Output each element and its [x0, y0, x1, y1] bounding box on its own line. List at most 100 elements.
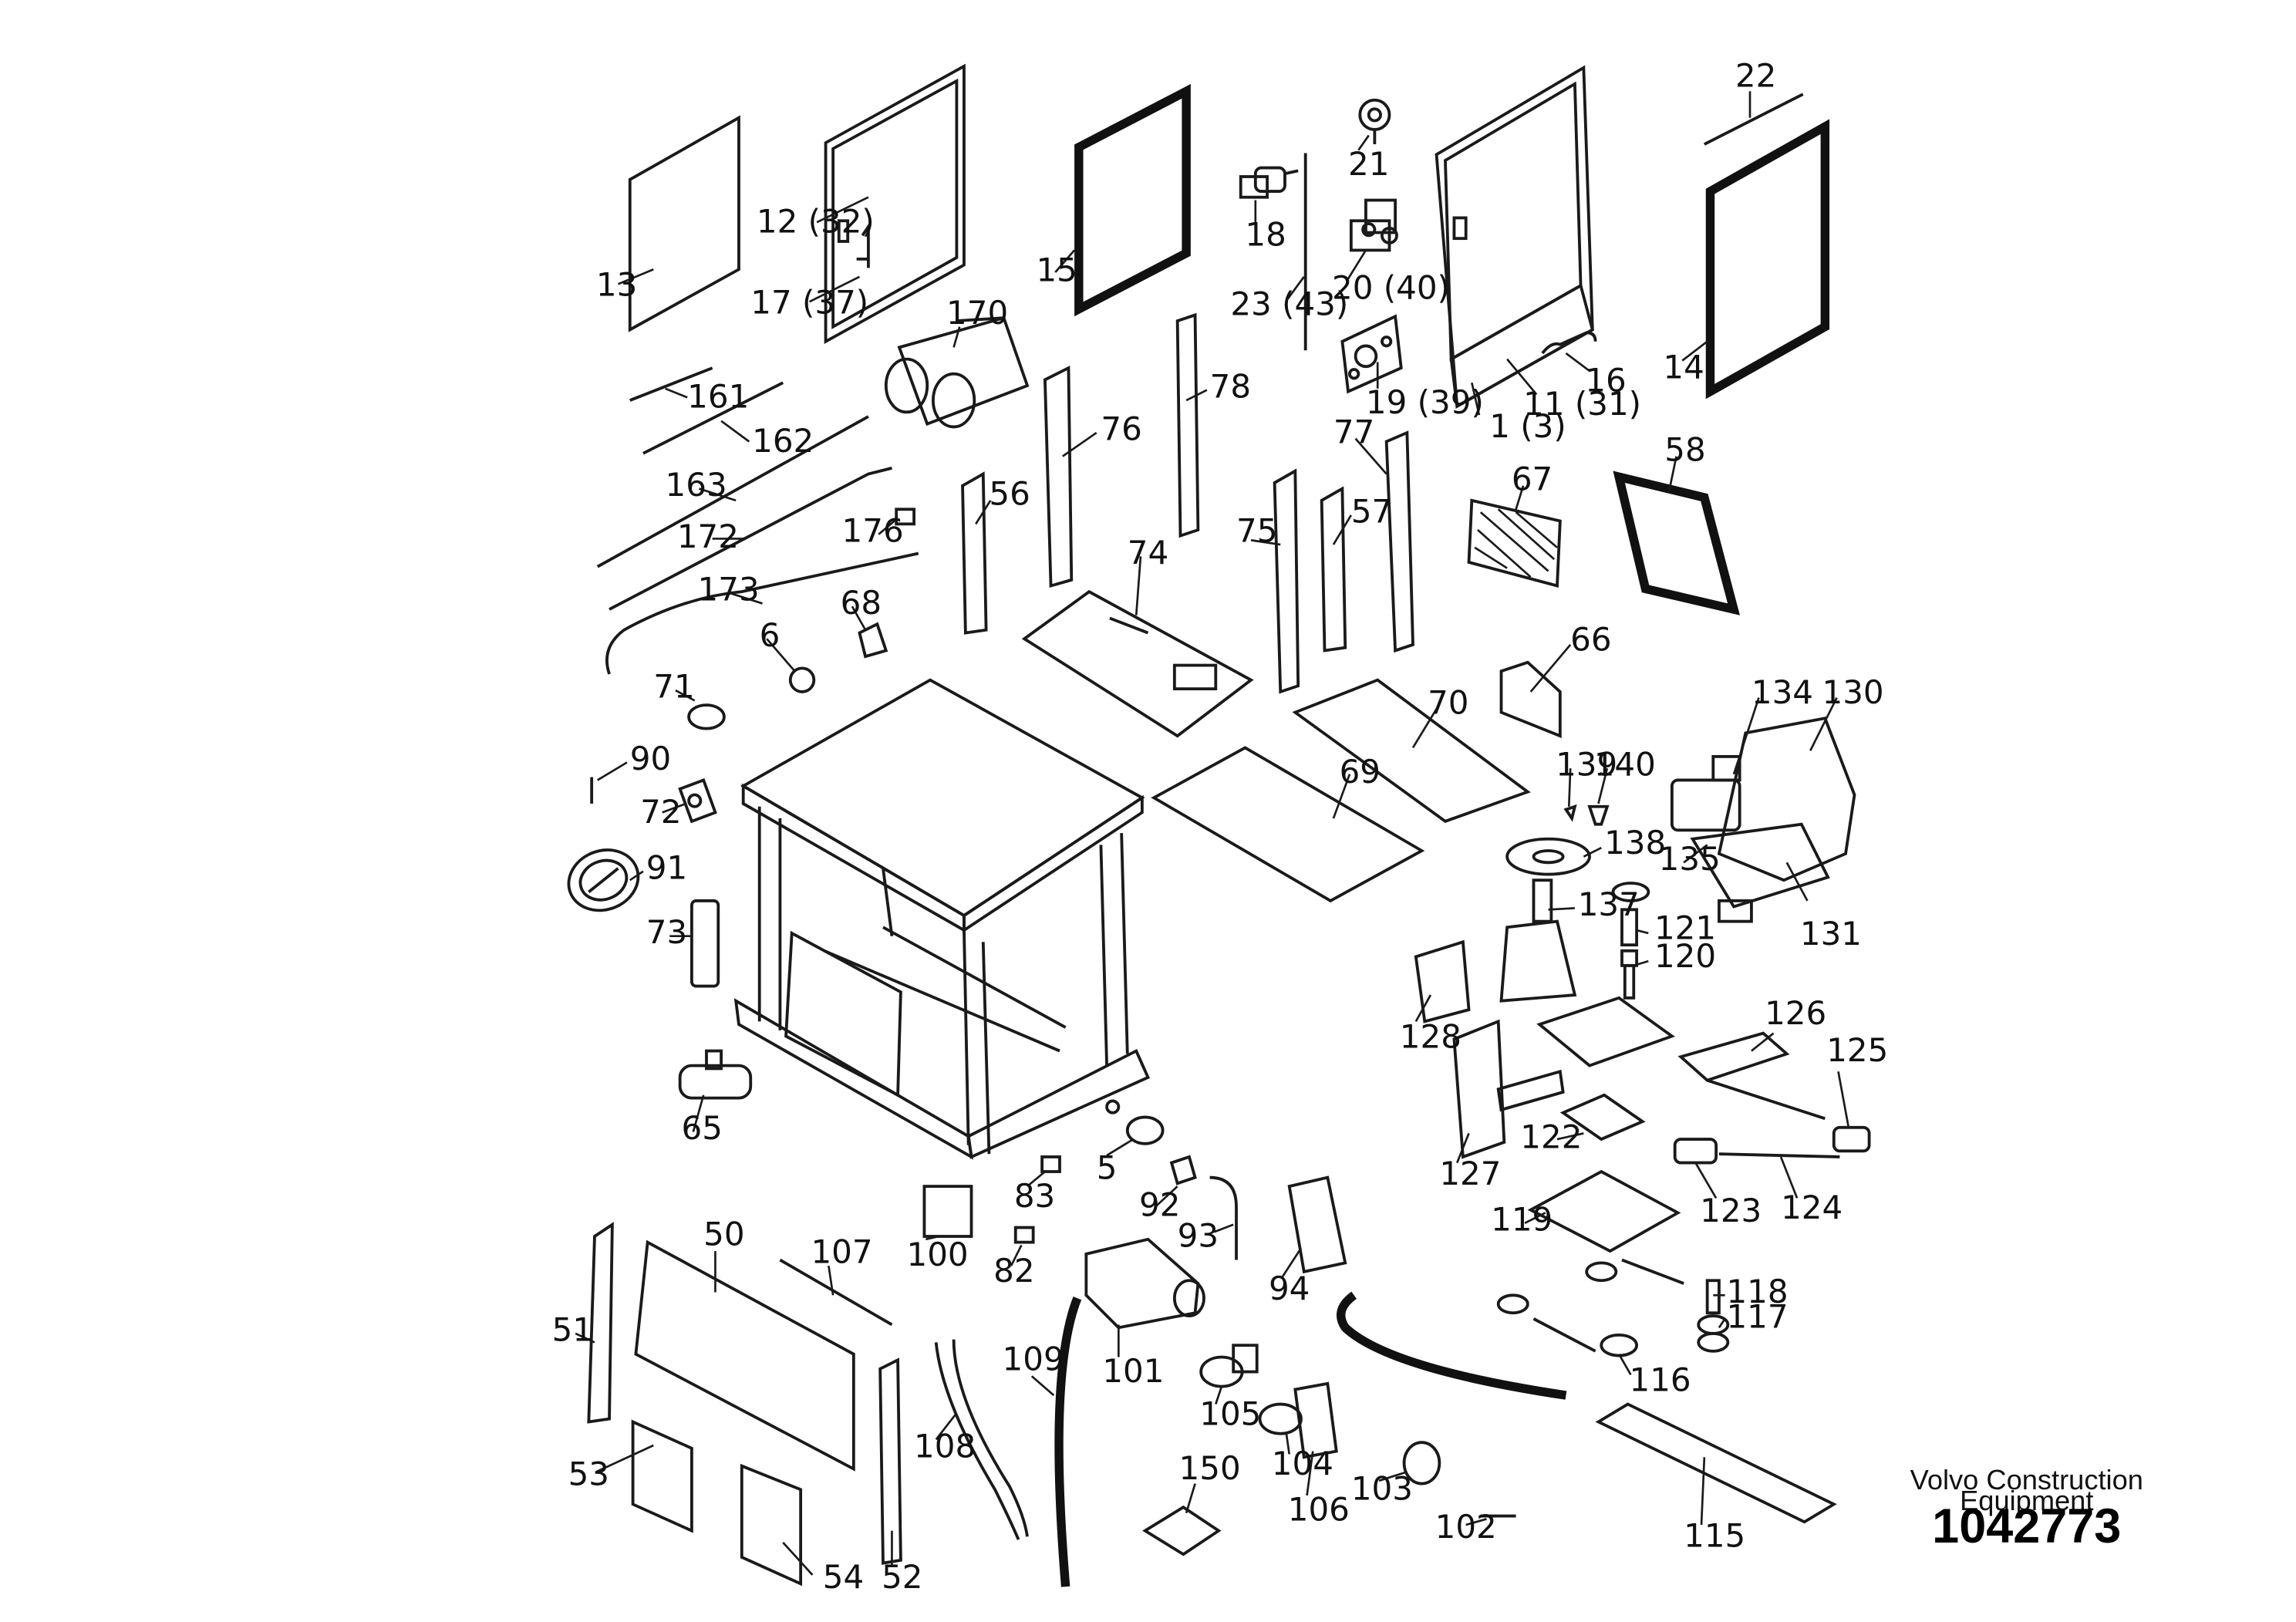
part-78-pillar-trim [1175, 312, 1200, 538]
part-74-console-panel [1021, 589, 1254, 738]
part-161-rod [629, 366, 713, 402]
part-76-pillar-trim [1043, 366, 1074, 588]
part-124-rod [1718, 1152, 1840, 1158]
part-103-damper [1402, 1441, 1441, 1485]
part-1-right-door [1435, 65, 1597, 409]
callout-65: 65 [682, 1109, 723, 1147]
callout-130: 130 [1822, 673, 1884, 711]
callout-73: 73 [646, 913, 687, 951]
leader-lines [575, 91, 1850, 1576]
part-21-knob [1358, 98, 1391, 145]
callout-82: 82 [993, 1252, 1034, 1290]
callout-6: 6 [760, 616, 781, 654]
part-13-window-glass [628, 115, 740, 332]
callout-51: 51 [552, 1310, 593, 1348]
callout-105: 105 [1199, 1394, 1261, 1432]
part-57-trim-panel [1320, 486, 1347, 653]
part-170-blower-unit [884, 315, 1030, 429]
callout-57: 57 [1351, 492, 1392, 530]
part-71-grommet [687, 703, 726, 730]
part-116-mount [1496, 1258, 1684, 1357]
callout-69: 69 [1340, 753, 1381, 791]
callout-123: 123 [1700, 1192, 1762, 1229]
part-105-motor [1199, 1344, 1259, 1388]
callout-131: 131 [1800, 915, 1862, 953]
callout-170: 170 [946, 294, 1008, 332]
part-77-pillar-trim [1384, 430, 1414, 653]
callout-19: 19 (39) [1366, 383, 1484, 421]
title-block: Volvo Construction Equipment 1042773 [1910, 1464, 2143, 1553]
callout-11: 11 (31) [1523, 385, 1641, 423]
callout-67: 67 [1512, 460, 1553, 497]
part-cable-carrier [1336, 1291, 1567, 1400]
part-163-rod [596, 415, 869, 568]
part-137-steering-column [1499, 878, 1577, 1003]
part-54-lower-glass [740, 1463, 803, 1587]
callout-90: 90 [630, 740, 671, 777]
part-109-wiper [1054, 1297, 1082, 1587]
callout-70: 70 [1428, 684, 1468, 722]
callout-150: 150 [1179, 1449, 1241, 1487]
callout-21: 21 [1348, 145, 1389, 183]
callout-163: 163 [666, 466, 727, 504]
part-150-mounting-bracket [1142, 1505, 1222, 1556]
part-70-floor-mat [1292, 678, 1531, 823]
part-91-steering-wheel [567, 848, 640, 912]
callout-172: 172 [677, 518, 739, 555]
callout-94: 94 [1269, 1270, 1310, 1307]
part-101-motor [1084, 1237, 1205, 1330]
part-93-hose [1209, 1175, 1238, 1260]
part-disc [1611, 882, 1650, 902]
callout-16: 16 [1585, 362, 1626, 400]
part-51-side-glass [587, 1222, 614, 1424]
callout-118: 118 [1726, 1273, 1788, 1310]
callout-106: 106 [1288, 1490, 1350, 1528]
callout-173: 173 [698, 571, 760, 609]
callout-20: 20 (40) [1332, 268, 1450, 306]
callout-77: 77 [1333, 413, 1374, 450]
part-122-mounting-plate [1559, 1093, 1646, 1141]
part-130-operator-seat [1670, 717, 1856, 923]
callout-126: 126 [1765, 994, 1826, 1032]
callout-74: 74 [1128, 534, 1168, 572]
part-18-fitting [1239, 166, 1299, 199]
callout-128: 128 [1400, 1018, 1462, 1056]
part-127-column-base [1452, 1019, 1565, 1159]
callout-5: 5 [1097, 1149, 1118, 1187]
part-22-rail [1703, 93, 1804, 146]
part-20-latch [1349, 198, 1398, 252]
callout-75: 75 [1236, 511, 1277, 549]
publisher-line-2: Equipment [1960, 1485, 2093, 1516]
callout-58: 58 [1664, 430, 1705, 468]
part-67-grille [1467, 498, 1562, 588]
callout-22: 22 [1735, 57, 1776, 95]
callout-104: 104 [1272, 1445, 1333, 1482]
callout-68: 68 [841, 584, 882, 622]
part-19-lock [1340, 314, 1403, 394]
part-107-strip [779, 1258, 893, 1327]
part-58-window [1613, 470, 1740, 615]
callout-122: 122 [1520, 1118, 1582, 1156]
part-172-cable [609, 467, 892, 611]
part-5-valve [1105, 1099, 1165, 1145]
part-75-pillar-trim [1273, 468, 1300, 694]
part-6-connector [788, 666, 816, 693]
callout-119: 119 [1491, 1200, 1553, 1238]
callout-56: 56 [989, 475, 1030, 513]
callout-71: 71 [653, 668, 694, 706]
publisher-line-1: Volvo Construction [1910, 1464, 2143, 1496]
callout-15: 15 [1036, 251, 1077, 288]
part-82-switch [1013, 1226, 1035, 1244]
callout-117: 117 [1726, 1297, 1788, 1335]
part-176-clip [895, 508, 915, 526]
callout-72: 72 [640, 793, 681, 831]
callout-121: 121 [1654, 909, 1716, 947]
part-68-bracket [858, 622, 888, 659]
callout-1: 1 (3) [1489, 407, 1566, 445]
part-50-windshield [634, 1239, 855, 1472]
callout-78: 78 [1210, 367, 1251, 405]
callout-124: 124 [1781, 1189, 1843, 1226]
part-drawings [567, 63, 1871, 1587]
part-139-washer [1563, 804, 1577, 822]
